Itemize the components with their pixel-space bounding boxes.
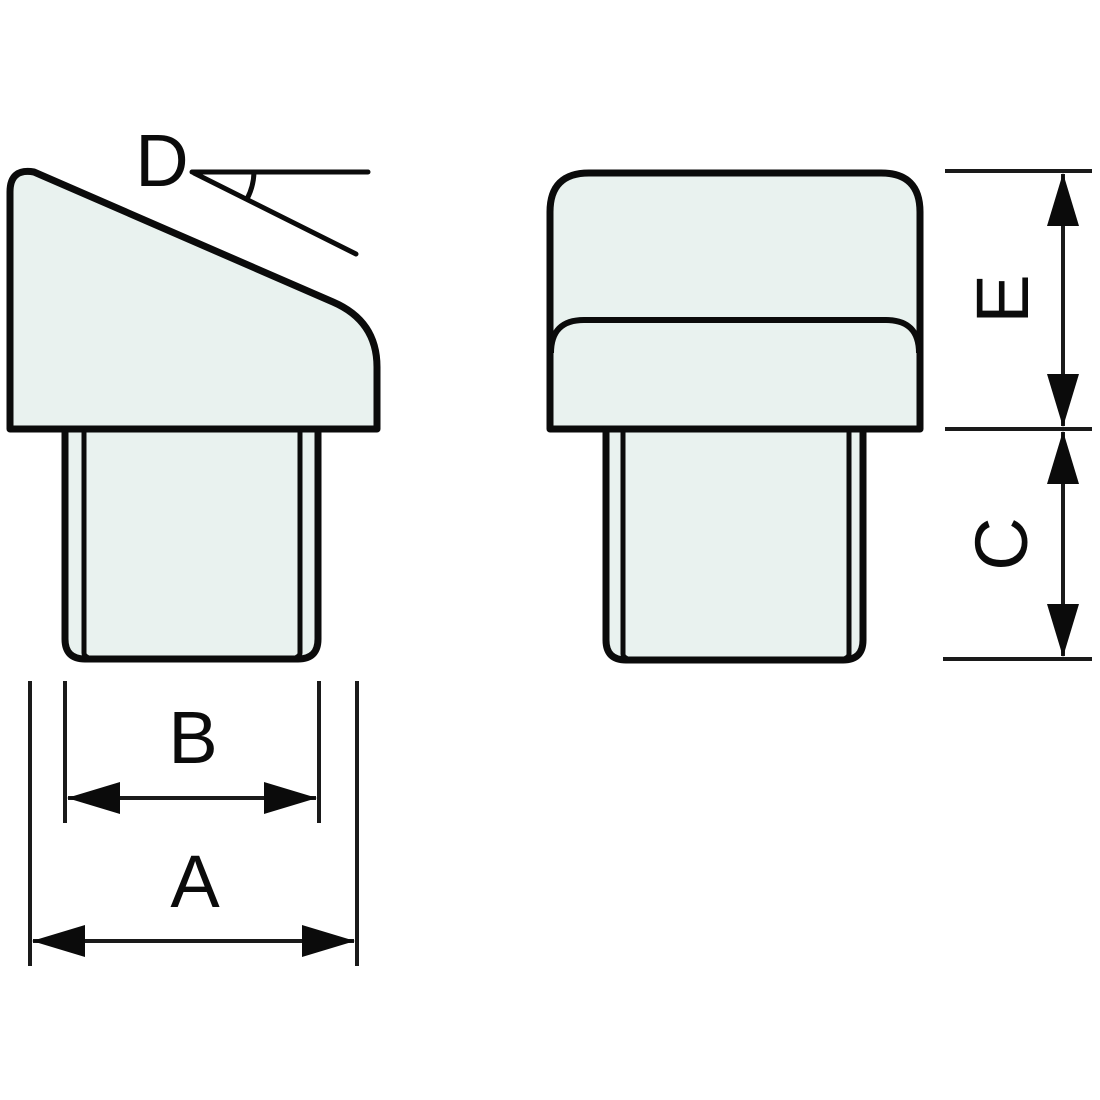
front-view-stem-fillet-line-right (294, 429, 303, 660)
side-view-upper-body (546, 169, 924, 433)
dimension-b: B (63, 681, 321, 823)
side-view-stem-fillet-line-right (843, 429, 852, 661)
arrowhead-b-right (264, 782, 317, 814)
arrowhead-c-down (1047, 604, 1079, 657)
side-view (546, 169, 924, 664)
dimension-a: A (28, 681, 359, 966)
dimension-label-a: A (170, 840, 220, 923)
arrowhead-a-right (302, 925, 355, 957)
dimension-e: E (945, 169, 1092, 427)
front-view-wedge-body (6, 167, 381, 433)
front-view (6, 167, 381, 663)
side-view-stem-fillet-line-left (620, 429, 629, 661)
dimension-label-angle: D (135, 119, 188, 202)
dimension-c: C (943, 427, 1092, 661)
arrowhead-e-up (1047, 173, 1079, 226)
side-view-lip-line (548, 317, 922, 354)
dimension-label-b: B (168, 696, 217, 779)
dimension-label-e: E (961, 274, 1044, 323)
angle-arc (244, 169, 257, 202)
angle-annotation: D (135, 119, 371, 257)
arrowhead-e-down (1047, 374, 1079, 427)
arrowhead-c-up (1047, 431, 1079, 484)
angle-slope-line (191, 170, 359, 257)
front-view-stem (61, 425, 322, 663)
side-view-stem (602, 425, 867, 664)
arrowhead-a-left (32, 925, 85, 957)
dimension-label-c: C (960, 517, 1043, 570)
front-view-stem-fillet-line-left (81, 429, 90, 660)
arrowhead-b-left (67, 782, 120, 814)
